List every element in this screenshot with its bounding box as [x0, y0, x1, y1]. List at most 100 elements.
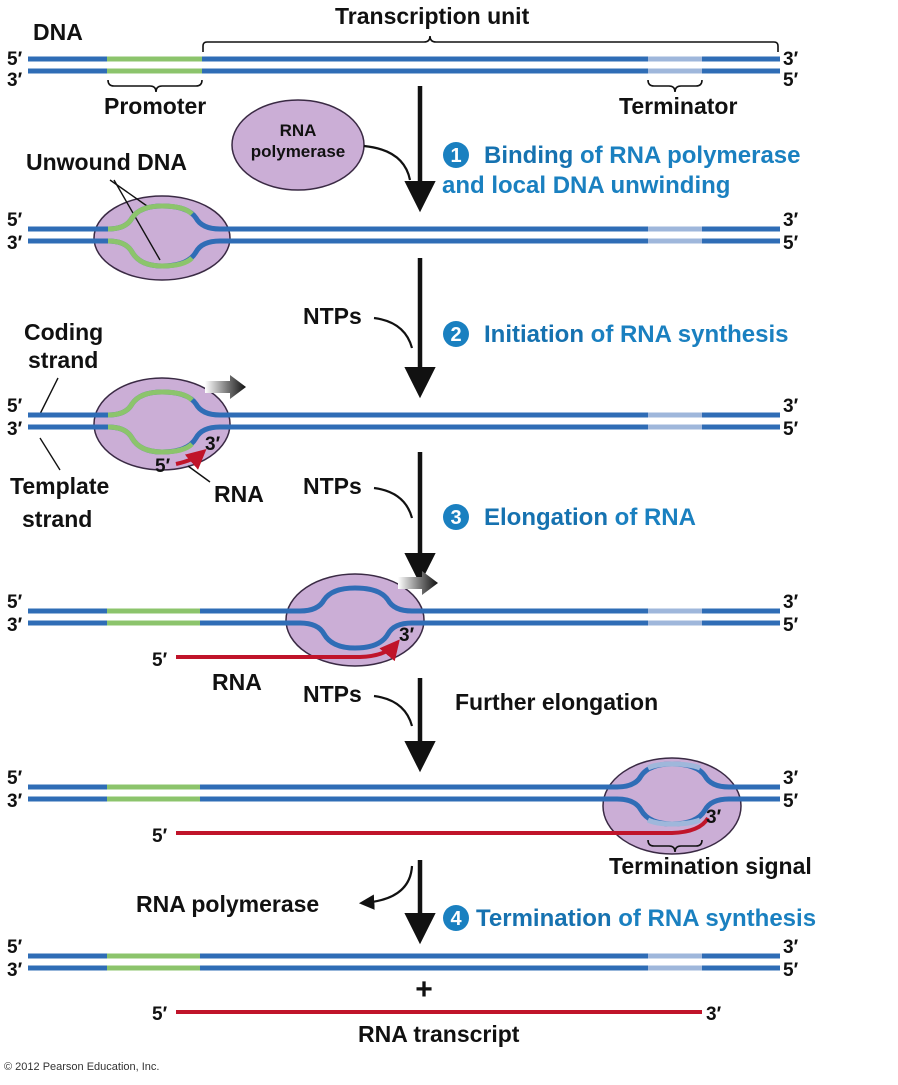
- terminator-label: Terminator: [619, 93, 737, 119]
- five-prime-end: 5′: [152, 1004, 168, 1025]
- terminator-region: [646, 761, 701, 771]
- terminator-bracket: [647, 79, 703, 93]
- step-2-label: 2 Initiation of RNA synthesis: [443, 321, 788, 348]
- three-prime-end: 3′: [783, 210, 799, 231]
- rna-label: RNA: [212, 669, 262, 695]
- step-3-bold: Elongation: [484, 504, 608, 531]
- promoter-bracket: [107, 79, 203, 93]
- three-prime-end: 3′: [205, 434, 221, 455]
- pointer-line: [39, 437, 61, 471]
- dna-top-strand: [28, 585, 780, 614]
- three-prime-end: 3′: [7, 791, 23, 812]
- rna-strand: [176, 639, 400, 662]
- five-prime-end: 5′: [7, 768, 23, 789]
- coding-strand-label-line1: Coding: [24, 319, 103, 345]
- template-strand-label-line1: Template: [10, 473, 109, 499]
- ntps-label: NTPs: [303, 681, 362, 707]
- unwound-dna-label: Unwound DNA: [26, 149, 187, 175]
- dna-label: DNA: [33, 19, 83, 45]
- row-initial-dna: DNA Transcription unit 5′ 3′ 3′ 5′ Promo…: [7, 3, 799, 119]
- direction-arrow: [398, 571, 438, 595]
- three-prime-end: 3′: [7, 70, 23, 91]
- step-number-circle: [443, 142, 469, 168]
- step-2-rest: of RNA synthesis: [584, 321, 788, 348]
- polymerase-binding-curve: [363, 144, 412, 181]
- pointer-line: [187, 465, 211, 483]
- ntps-curve: [373, 486, 414, 519]
- row-termination: 5′ 3′ 3′ 5′ + 5′ 3′ RNA transcript: [7, 937, 799, 1047]
- step-1-bold: Binding: [484, 142, 573, 169]
- rna-transcript-label: RNA transcript: [358, 1021, 520, 1047]
- coding-strand-label-line2: strand: [28, 347, 98, 373]
- step-3-label: 3 Elongation of RNA: [443, 504, 696, 531]
- step-number-circle: [443, 321, 469, 347]
- polymerase-label-line2: polymerase: [251, 142, 346, 161]
- five-prime-end: 5′: [783, 419, 799, 440]
- transcription-unit-bracket: [202, 35, 779, 52]
- step-number: 3: [450, 507, 461, 529]
- polymerase-ellipse: [231, 99, 365, 191]
- three-prime-end: 3′: [783, 49, 799, 70]
- five-prime-end: 5′: [152, 826, 168, 847]
- step-number-circle: [443, 504, 469, 530]
- step-1-text: Binding of RNA polymerase: [484, 142, 800, 169]
- three-prime-end: 3′: [7, 960, 23, 981]
- five-prime-end: 5′: [7, 592, 23, 613]
- terminator-region: [646, 817, 701, 827]
- step-4-rest: of RNA synthesis: [612, 905, 816, 932]
- ntps-curve: [373, 316, 414, 349]
- polymerase-ellipse: [602, 757, 742, 855]
- five-prime-end: 5′: [7, 210, 23, 231]
- three-prime-end: 3′: [7, 419, 23, 440]
- five-prime-end: 5′: [783, 233, 799, 254]
- transcription-unit-label: Transcription unit: [335, 3, 530, 29]
- step-number: 2: [450, 324, 461, 346]
- three-prime-end: 3′: [7, 233, 23, 254]
- rna-strand: [175, 449, 207, 470]
- step-2-bold: Initiation: [484, 321, 584, 348]
- pointer-line: [113, 179, 161, 261]
- step-4-text: Termination of RNA synthesis: [476, 905, 816, 932]
- row-binding: Unwound DNA 5′ 3′ 3′ 5′: [7, 149, 799, 281]
- polymerase-release-arrow: [358, 865, 414, 910]
- promoter-region: [107, 238, 194, 269]
- rna-polymerase-release-label: RNA polymerase: [136, 891, 319, 917]
- three-prime-end: 3′: [706, 1004, 722, 1025]
- five-prime-end: 5′: [783, 960, 799, 981]
- promoter-region: [107, 203, 194, 232]
- three-prime-end: 3′: [783, 937, 799, 958]
- template-strand-label-line2: strand: [22, 506, 92, 532]
- row-further-elongation: 5′ 3′ 3′ 5′ 5′ 3′ Termination signal: [7, 757, 812, 879]
- row-elongation: 5′ 3′ 3′ 5′ 5′ 3′ RNA: [7, 571, 799, 695]
- ntps-curve: [373, 694, 414, 727]
- further-elongation-label: Further elongation: [455, 689, 658, 715]
- dna-bottom-strand: [28, 620, 780, 651]
- three-prime-end: 3′: [7, 615, 23, 636]
- five-prime-end: 5′: [783, 791, 799, 812]
- five-prime-end: 5′: [152, 650, 168, 671]
- step-2-text: Initiation of RNA synthesis: [484, 321, 788, 348]
- polymerase-label-line1: RNA: [280, 121, 317, 140]
- ntps-label: NTPs: [303, 303, 362, 329]
- step-3-text: Elongation of RNA: [484, 504, 696, 531]
- rna-polymerase-free: RNA polymerase: [231, 99, 412, 191]
- step-1-line2: and local DNA unwinding: [442, 172, 730, 199]
- promoter-region: [107, 424, 194, 455]
- five-prime-end: 5′: [783, 615, 799, 636]
- three-prime-end: 3′: [399, 625, 415, 646]
- rna-label: RNA: [214, 481, 264, 507]
- three-prime-end: 3′: [706, 807, 722, 828]
- termination-signal-label: Termination signal: [609, 853, 812, 879]
- three-prime-end: 3′: [783, 396, 799, 417]
- direction-arrow: [205, 375, 246, 399]
- rna-strand: [176, 816, 710, 835]
- step-4-label: 4 Termination of RNA synthesis: [443, 905, 816, 932]
- five-prime-end: 5′: [7, 937, 23, 958]
- pointer-line: [39, 377, 59, 415]
- step-4-bold: Termination: [476, 905, 612, 932]
- five-prime-end: 5′: [7, 396, 23, 417]
- copyright-notice: © 2012 Pearson Education, Inc.: [4, 1061, 159, 1073]
- plus-sign: +: [415, 973, 433, 1006]
- step-number-circle: [443, 905, 469, 931]
- ntps-label: NTPs: [303, 473, 362, 499]
